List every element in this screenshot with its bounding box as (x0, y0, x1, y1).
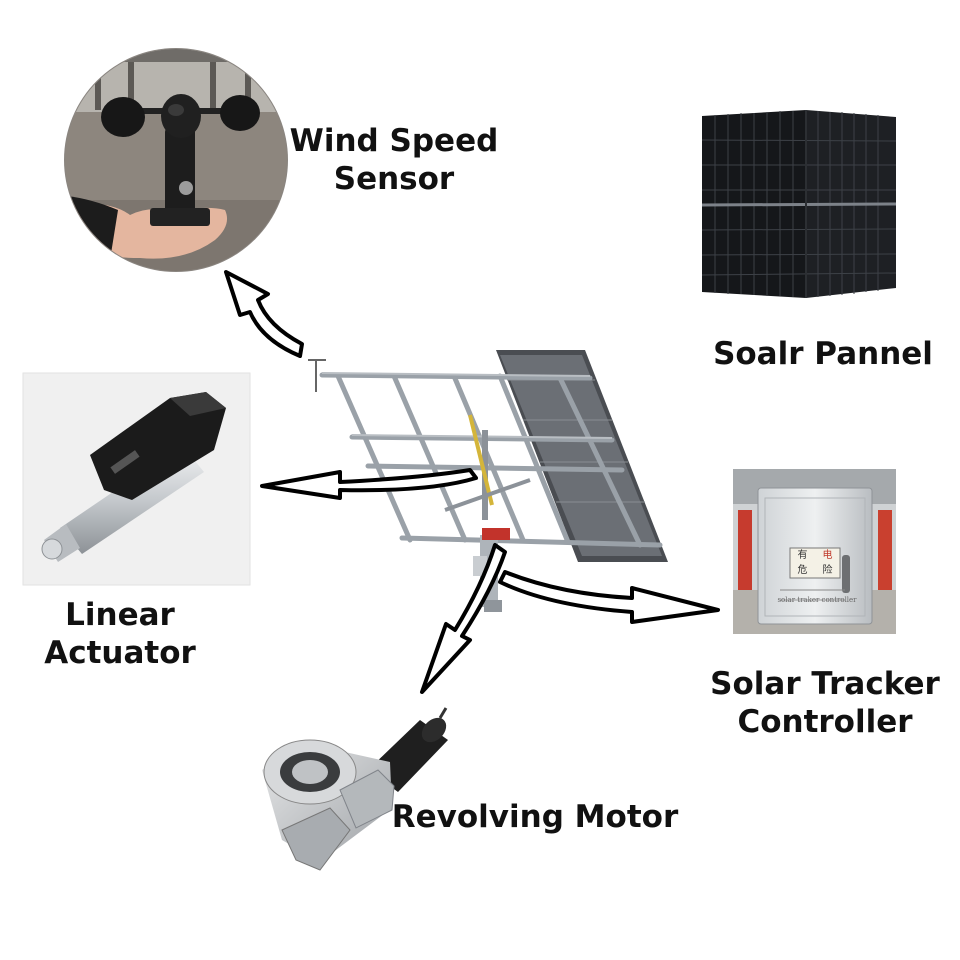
wind-speed-sensor-label: Wind Speed Sensor (288, 122, 500, 198)
label-line: Wind Speed (289, 123, 499, 159)
linear-actuator-photo (22, 372, 251, 586)
controller-warning-sign: 有 电 危 险 (790, 548, 840, 578)
warning-char: 险 (822, 565, 833, 576)
arrow-to-controller (498, 570, 720, 624)
warning-char: 电 (822, 550, 833, 561)
linear-actuator-label: Linear Actuator (30, 596, 210, 672)
revolving-motor-photo (262, 707, 448, 871)
arrow-to-wind-sensor (224, 270, 304, 358)
warning-char: 有 (797, 550, 808, 561)
warning-char: 危 (797, 565, 808, 576)
label-line: Actuator (44, 635, 196, 671)
label-line: Controller (737, 704, 913, 740)
solar-panel-label: Soalr Pannel (708, 335, 938, 373)
controller-plate-text: solar traker controller (777, 596, 857, 604)
arrow-to-revolving-motor (420, 543, 507, 694)
solar-panel-photo (701, 110, 897, 298)
label-line: Sensor (333, 161, 455, 197)
wind-speed-sensor-photo (64, 48, 288, 272)
revolving-motor-label: Revolving Motor (385, 798, 685, 836)
arrow-to-linear-actuator (260, 468, 478, 500)
label-line: Solar Tracker (710, 666, 940, 702)
controller-photo (733, 469, 896, 634)
solar-tracker-structure (308, 350, 668, 612)
label-line: Linear (65, 597, 175, 633)
label-line: Soalr Pannel (713, 336, 933, 372)
connector-arrows (224, 270, 720, 694)
label-line: Revolving Motor (391, 799, 679, 835)
solar-tracker-controller-label: Solar Tracker Controller (700, 665, 950, 741)
